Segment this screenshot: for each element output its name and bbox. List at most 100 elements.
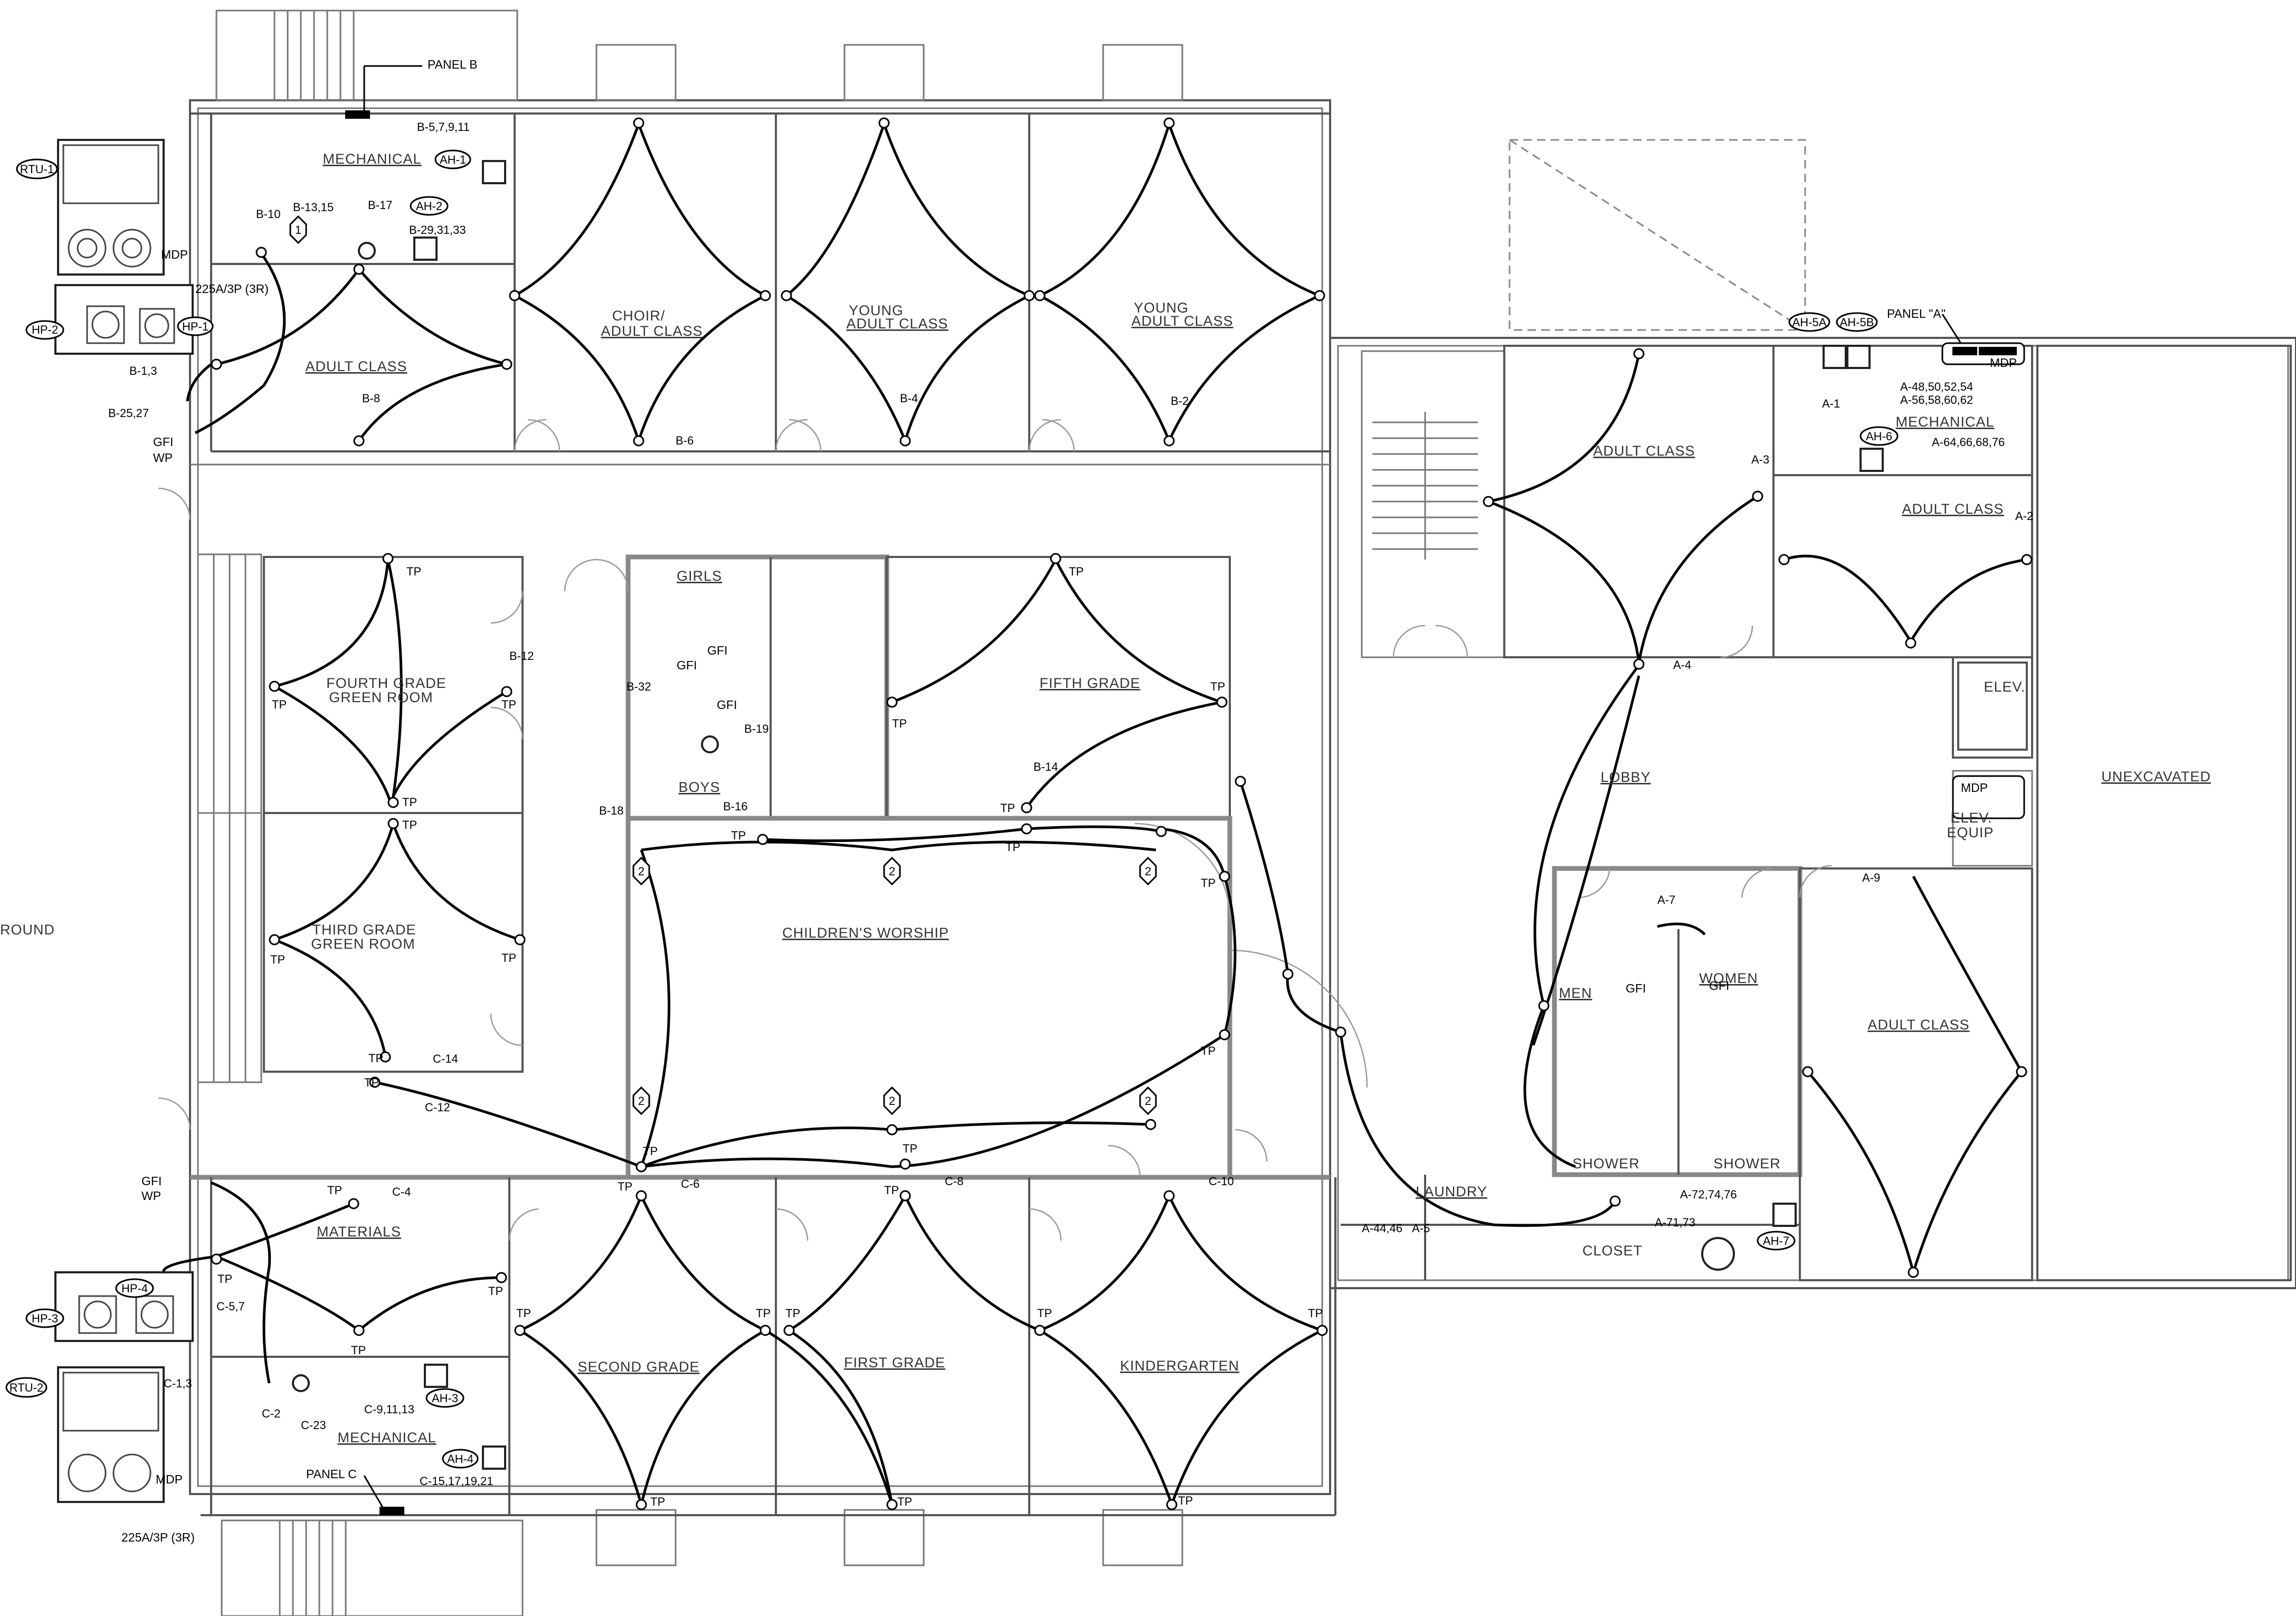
room-unexcavated: UNEXCAVATED: [2101, 769, 2211, 785]
wp-c-label: WP: [141, 1189, 161, 1203]
room-mechanical-a: MECHANICAL: [1895, 414, 1994, 430]
room-young-2-line2: ADULT CLASS: [1131, 313, 1233, 329]
ah-5a-tag: AH-5A: [1792, 316, 1827, 329]
tp-33: TP: [1178, 1494, 1193, 1507]
rtu-1-unit: [57, 139, 165, 276]
panel-b-label: PANEL B: [428, 58, 478, 71]
mdp-elev-label: MDP: [1961, 781, 1988, 795]
tp-29: TP: [1037, 1307, 1052, 1320]
circuit-c8: C-8: [945, 1175, 963, 1188]
circuit-a48: A-48,50,52,54: [1900, 380, 1973, 393]
room-fifth-grade: FIFTH GRADE: [1040, 675, 1141, 691]
ah-4-tag: AH-4: [447, 1452, 473, 1466]
hp-4-tag: HP-4: [121, 1282, 148, 1295]
room-shower-2: SHOWER: [1713, 1156, 1781, 1171]
room-young-2-line1: YOUNG: [1134, 300, 1189, 316]
circuit-c9: C-9,11,13: [364, 1403, 414, 1416]
room-choir-line2: ADULT CLASS: [601, 323, 703, 339]
room-childrens-worship: CHILDREN'S WORSHIP: [782, 925, 949, 941]
circuit-c10: C-10: [1209, 1175, 1234, 1188]
tp-23: TP: [217, 1272, 232, 1286]
room-elev-equip-line2: EQUIP: [1947, 825, 1994, 840]
circuit-c1: C-1,3: [164, 1377, 192, 1390]
circuit-b19: B-19: [744, 722, 769, 735]
branch-circuits: [162, 124, 2027, 1505]
gfi-girls-1: GFI: [707, 644, 727, 657]
room-elev: ELEV.: [1984, 679, 2025, 695]
gfi-girls-2: GFI: [677, 658, 697, 672]
room-young-1-line1: YOUNG: [849, 303, 904, 318]
circuit-b32: B-32: [627, 680, 651, 693]
room-third-grade-line1: THIRD GRADE: [312, 922, 416, 938]
tp-16: TP: [1201, 876, 1216, 890]
panel-a-label: PANEL "A": [1887, 307, 1946, 320]
tp-21: TP: [884, 1184, 899, 1197]
circuit-b5: B-5,7,9,11: [417, 120, 470, 134]
room-fourth-grade-line2: GREEN ROOM: [329, 689, 433, 705]
tp-13: TP: [1000, 801, 1015, 815]
wp-b-label: WP: [153, 451, 173, 465]
circuit-a64: A-64,66,68,76: [1932, 436, 2005, 449]
circuit-c14: C-14: [433, 1052, 458, 1065]
rtu-2-tag: RTU-2: [10, 1381, 43, 1394]
circuit-b13: B-13,15: [293, 201, 334, 214]
circuit-labels: B-5,7,9,11 B-10 B-13,15 B-17 B-29,31,33 …: [108, 120, 2033, 1488]
circuit-a7: A-7: [1657, 893, 1675, 906]
rtu-1-tag: RTU-1: [20, 163, 54, 176]
gfi-men: GFI: [1626, 981, 1646, 995]
tp-9: TP: [364, 1076, 379, 1089]
tp-7: TP: [501, 951, 516, 965]
circuit-a71: A-71,73: [1655, 1216, 1695, 1229]
tp-2: TP: [272, 698, 287, 711]
tp-30: TP: [1308, 1307, 1323, 1320]
ah-3-tag: AH-3: [432, 1392, 458, 1405]
door-swings: [158, 419, 1832, 1241]
circuit-a2: A-2: [2015, 509, 2033, 523]
circuit-c4: C-4: [392, 1185, 411, 1198]
receptacle-devices: [211, 117, 2033, 1510]
ah-7-tag: AH-7: [1763, 1234, 1789, 1248]
hp-1-hp-2-units: [54, 284, 194, 355]
tp-5: TP: [402, 818, 417, 831]
tp-3: TP: [501, 698, 516, 711]
circuit-c2: C-2: [262, 1407, 280, 1420]
circuit-a44: A-44,46: [1362, 1222, 1402, 1235]
circuit-a5: A-5: [1412, 1222, 1430, 1235]
panel-c-label: PANEL C: [306, 1467, 357, 1481]
hex-2-c: 2: [1145, 865, 1151, 878]
circuit-c23: C-23: [301, 1419, 326, 1432]
tp-22: TP: [327, 1184, 342, 1197]
room-boys: BOYS: [678, 779, 720, 795]
tp-10: TP: [1069, 565, 1084, 578]
room-mechanical-b: MECHANICAL: [322, 151, 421, 167]
tp-31: TP: [650, 1495, 665, 1508]
room-young-1-line2: ADULT CLASS: [846, 316, 948, 332]
mdp-b-rating: 225A/3P (3R): [195, 282, 269, 296]
circuit-b17: B-17: [368, 199, 392, 212]
circuit-a72: A-72,74,76: [1680, 1188, 1737, 1201]
tp-15: TP: [1005, 840, 1020, 854]
circuit-b4: B-4: [900, 392, 918, 405]
panels: [345, 110, 2025, 1515]
room-men: MEN: [1559, 985, 1592, 1001]
tp-labels: TP TP TP TP TP TP TP TP TP TP TP TP TP T…: [217, 565, 1323, 1508]
room-choir-line1: CHOIR/: [612, 308, 666, 324]
circuit-a3: A-3: [1751, 453, 1769, 466]
tp-1: TP: [406, 565, 421, 578]
mdp-c-rating: 225A/3P (3R): [121, 1530, 195, 1544]
circuit-a4: A-4: [1673, 658, 1691, 672]
tp-19: TP: [903, 1142, 917, 1155]
tp-28: TP: [785, 1307, 800, 1320]
hex-2-d: 2: [638, 1094, 644, 1108]
room-mechanical-c: MECHANICAL: [337, 1430, 436, 1445]
circuit-b14: B-14: [1033, 760, 1058, 773]
room-laundry: LAUNDRY: [1416, 1184, 1487, 1199]
hex-2-b: 2: [889, 865, 895, 878]
mdp-b-label: MDP: [161, 248, 188, 261]
circuit-b10: B-10: [256, 207, 280, 221]
room-adult-class-a3: ADULT CLASS: [1867, 1017, 1969, 1033]
room-girls: GIRLS: [677, 568, 722, 584]
ah-1-tag: AH-1: [440, 153, 466, 166]
circuit-c15: C-15,17,19,21: [420, 1475, 493, 1488]
